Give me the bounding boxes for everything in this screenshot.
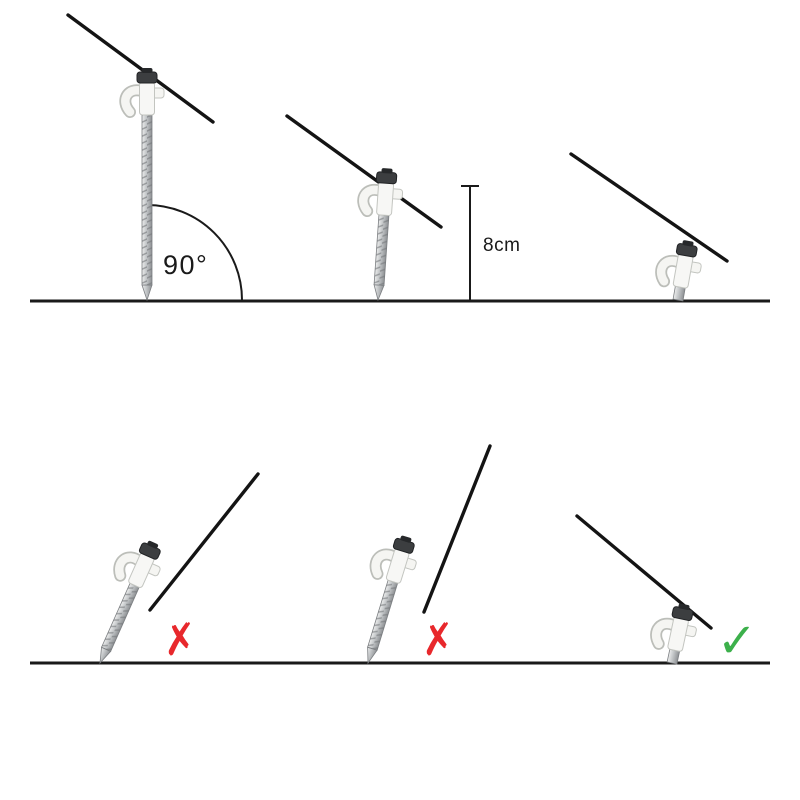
ground-peg-icon: [651, 600, 701, 667]
guy-line-icon: [285, 114, 443, 229]
wrong-mark-icon: ✗: [417, 613, 458, 666]
bottom-row: ✗ ✗ ✓: [30, 444, 770, 670]
guy-line-icon: [148, 472, 260, 612]
angle-label: 90°: [163, 250, 208, 280]
guy-line-icon: [422, 444, 492, 614]
correct-mark-icon: ✓: [717, 613, 757, 669]
guy-line-icon: [569, 152, 729, 263]
ground-peg-icon: [347, 530, 423, 668]
wrong-mark-icon: ✗: [159, 613, 200, 666]
ground-peg-icon: [657, 237, 706, 303]
height-indicator: 8cm: [461, 185, 520, 300]
height-label: 8cm: [483, 235, 520, 256]
right-angle-arc: [146, 204, 243, 301]
ground-peg-icon: [125, 68, 164, 300]
ground-peg-icon: [356, 167, 404, 301]
top-row: 90° 8cm: [30, 13, 770, 303]
guy-line-icon: [66, 13, 215, 124]
